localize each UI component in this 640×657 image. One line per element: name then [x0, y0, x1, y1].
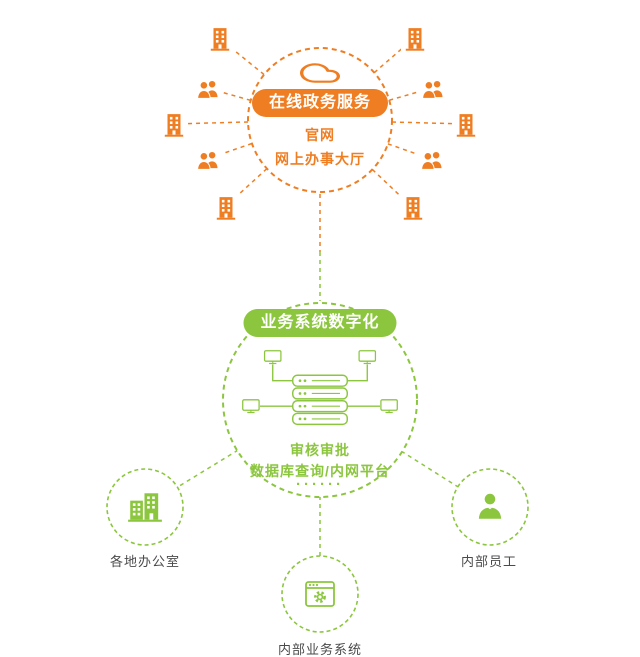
building-icon	[212, 194, 240, 222]
official-site-label: 官网	[305, 127, 335, 143]
building-icon	[206, 25, 234, 53]
person-icon	[473, 489, 507, 523]
database-intranet-label: 数据库查询/内网平台	[250, 463, 390, 479]
people-icon	[194, 146, 222, 174]
building-icon	[452, 111, 480, 139]
building-icon	[399, 194, 427, 222]
ellipsis-dots: ······	[296, 476, 344, 493]
browser-gear-icon	[302, 576, 338, 612]
server-cluster-icon	[240, 348, 400, 428]
office-buildings-icon	[126, 488, 164, 526]
review-approval-label: 审核审批	[290, 442, 350, 458]
digitalization-badge: 业务系统数字化	[243, 309, 397, 337]
cloud-icon	[300, 60, 340, 86]
online-services-badge: 在线政务服务	[251, 89, 389, 117]
people-icon	[194, 75, 222, 103]
building-icon	[160, 111, 188, 139]
offices-label: 各地办公室	[109, 554, 181, 569]
people-icon	[418, 146, 446, 174]
internal-system-label: 内部业务系统	[277, 642, 363, 657]
online-hall-label: 网上办事大厅	[275, 151, 365, 167]
building-icon	[401, 25, 429, 53]
people-icon	[419, 75, 447, 103]
staff-label: 内部员工	[460, 554, 518, 569]
